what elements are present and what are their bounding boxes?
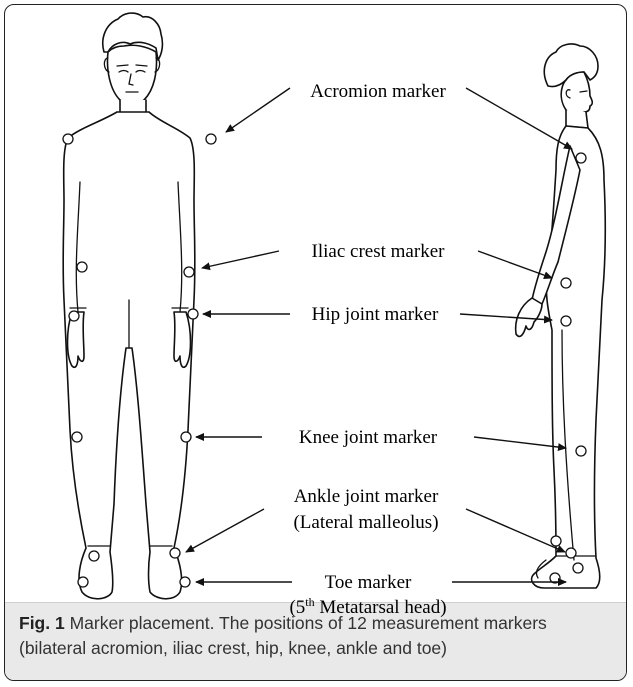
ankle-sublabel: (Lateral malleolus) <box>293 512 438 533</box>
front-knee-marker-right <box>181 432 191 442</box>
toe-sublabel-open: (5 <box>289 597 305 618</box>
hip-label: Hip joint marker <box>312 304 439 325</box>
side-toe-marker <box>573 563 583 573</box>
toe-sublabel-rest: Metatarsal head) <box>315 597 447 618</box>
iliac-label: Iliac crest marker <box>312 241 446 262</box>
side-neck <box>566 110 588 128</box>
side-iliac-marker <box>561 278 571 288</box>
front-ankle-marker-left <box>89 551 99 561</box>
pointer-arrows <box>186 88 572 582</box>
acromion-label: Acromion marker <box>310 81 446 102</box>
front-right-hand <box>174 312 191 367</box>
ankle-arrow-left <box>186 509 264 552</box>
front-iliac-marker-left <box>77 262 87 272</box>
side-figure <box>516 44 606 588</box>
front-iliac-marker-right <box>184 267 194 277</box>
toe-label: Toe marker <box>325 572 412 593</box>
front-knee-marker-left <box>72 432 82 442</box>
front-acromion-marker-left <box>63 134 73 144</box>
front-figure <box>63 13 216 599</box>
side-ankle-marker <box>566 548 576 558</box>
ankle-label: Ankle joint marker <box>294 486 439 507</box>
side-ankle-marker-far <box>551 536 561 546</box>
iliac-arrow-left <box>202 251 279 268</box>
labels: Acromion marker Iliac crest marker Hip j… <box>289 81 446 618</box>
toe-sublabel: (5th Metatarsal head) <box>289 595 446 618</box>
side-hip-marker <box>561 316 571 326</box>
front-toe-marker-left <box>78 577 88 587</box>
ankle-arrow-right <box>466 509 565 552</box>
front-hip-marker-right <box>188 309 198 319</box>
front-acromion-marker-right <box>206 134 216 144</box>
acromion-arrow-left <box>226 88 290 132</box>
front-head <box>108 45 157 104</box>
side-knee-marker <box>576 446 586 456</box>
front-toe-marker-right <box>180 577 190 587</box>
side-acromion-marker <box>576 153 586 163</box>
toe-sublabel-sup: th <box>305 595 314 609</box>
front-hip-marker-left <box>69 311 79 321</box>
knee-label: Knee joint marker <box>299 427 438 448</box>
acromion-arrow-right <box>466 88 572 149</box>
front-ankle-marker-right <box>170 548 180 558</box>
iliac-arrow-right <box>478 251 552 278</box>
